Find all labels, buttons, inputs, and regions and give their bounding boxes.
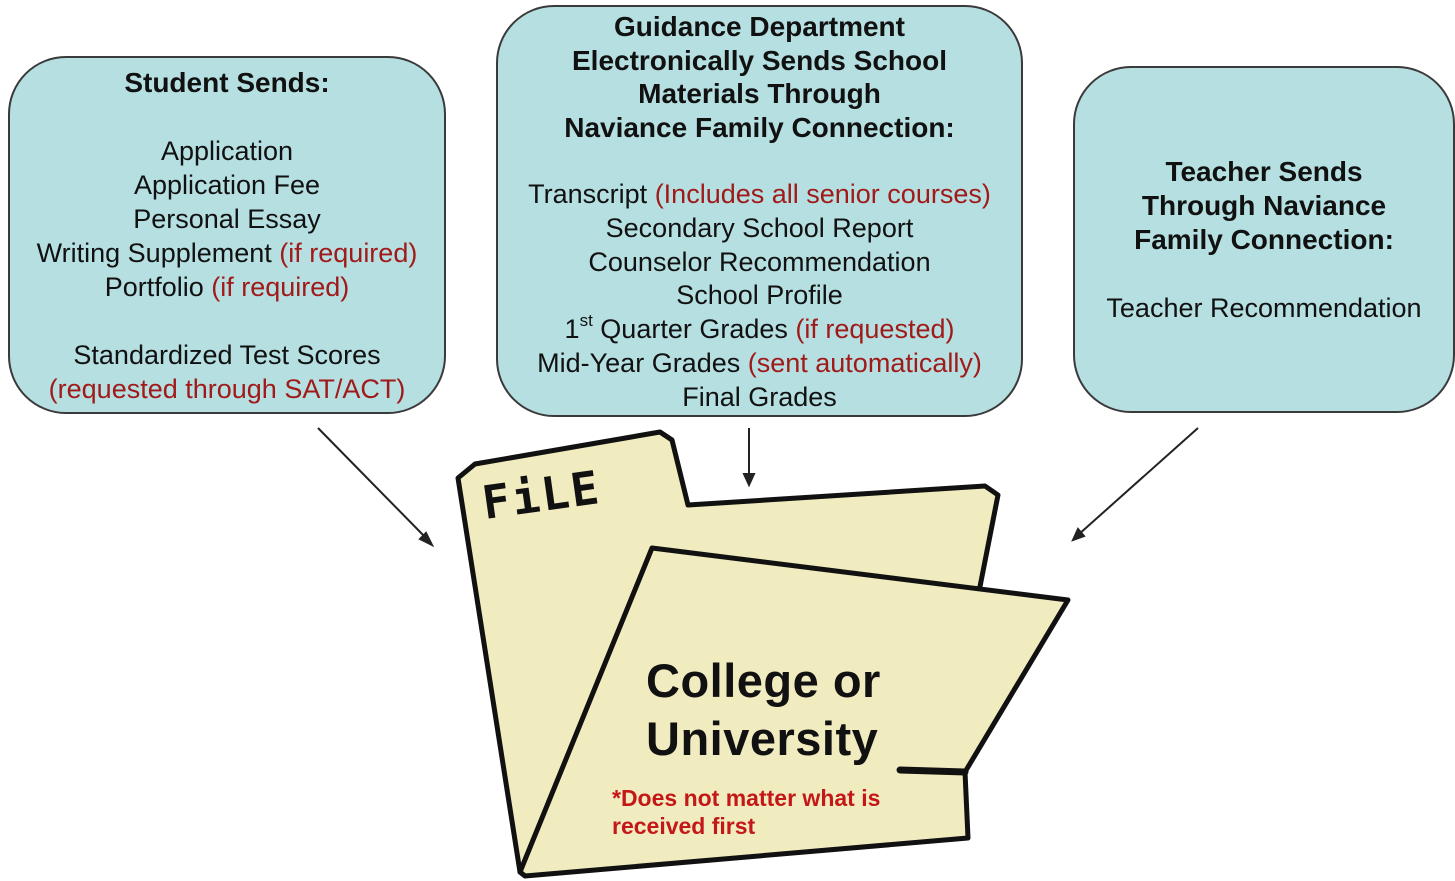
guidance-item-counselor-rec: Counselor Recommendation (588, 246, 931, 277)
guidance-item-school-profile: School Profile (676, 280, 843, 311)
guidance-item-transcript: Transcript (Includes all senior courses) (528, 179, 991, 209)
guidance-item-final-grades: Final Grades (682, 381, 837, 412)
student-item: Writing Supplement (if required) (36, 238, 418, 268)
folder-title: College or University (646, 654, 881, 765)
teacher-item: Teacher Recommendation (1106, 293, 1422, 323)
guidance-item-first-quarter: 1st Quarter Grades (if requested) (564, 311, 955, 345)
teacher-sends-box: Teacher Sends Through Naviance Family Co… (1073, 66, 1455, 413)
arrow-student (317, 427, 435, 548)
student-item: Personal Essay (133, 204, 321, 234)
arrow-guidance (742, 428, 756, 488)
guidance-sends-box: Guidance Department Electronically Sends… (496, 5, 1023, 417)
guidance-item-list: Transcript (Includes all senior courses)… (498, 178, 1021, 415)
student-item-list: Application Application Fee Personal Ess… (10, 134, 444, 304)
guidance-item-secondary-report: Secondary School Report (605, 212, 914, 243)
arrow-teacher (1071, 427, 1199, 542)
guidance-item-mid-year: Mid-Year Grades (sent automatically) (537, 347, 982, 378)
student-tests: Standardized Test Scores (73, 340, 381, 370)
teacher-title: Teacher Sends Through Naviance Family Co… (1134, 156, 1394, 255)
student-tests-note: (requested through SAT/ACT) (48, 374, 406, 404)
student-item: Portfolio (if required) (104, 272, 350, 302)
student-sends-box: Student Sends: Application Application F… (8, 56, 446, 414)
guidance-title: Guidance Department Electronically Sends… (564, 11, 955, 143)
student-item: Application (160, 136, 294, 166)
folder-note: *Does not matter what is received first (612, 785, 881, 839)
student-item: Application Fee (133, 170, 321, 200)
student-title: Student Sends: (124, 67, 330, 98)
